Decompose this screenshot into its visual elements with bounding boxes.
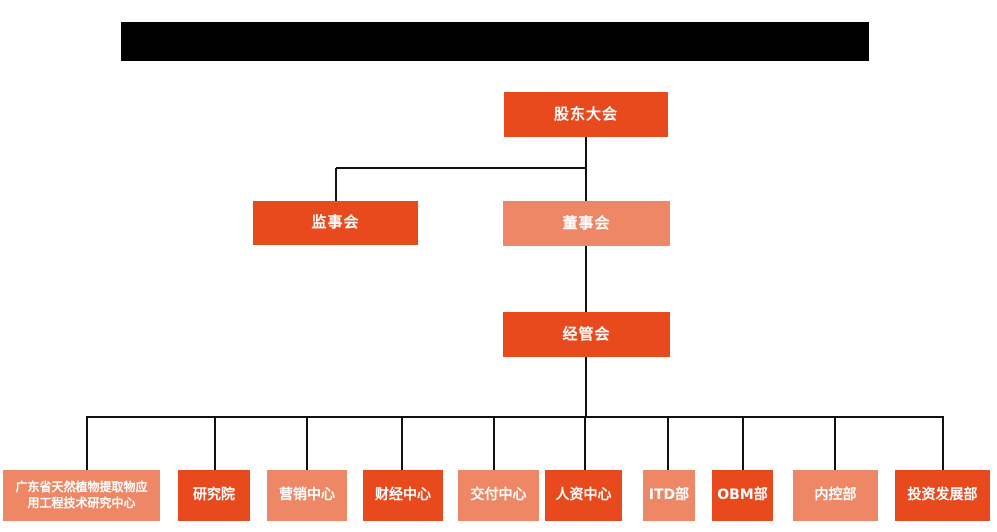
org-node-label: 营销中心 [279, 487, 335, 504]
org-node-label: 财经中心 [375, 487, 431, 504]
org-node-supervisory-board: 监事会 [253, 201, 418, 245]
org-node-finance-center: 财经中心 [363, 470, 443, 521]
org-node-label: 研究院 [193, 487, 235, 504]
org-node-label: 投资发展部 [907, 487, 978, 504]
org-node-label: 内控部 [814, 487, 857, 504]
org-node-obm-dept: OBM部 [712, 470, 773, 521]
org-node-label: 人资中心 [555, 487, 612, 504]
org-node-label: OBM部 [717, 487, 768, 504]
org-node-label: 经管会 [562, 324, 611, 343]
redacted-title-bar [121, 22, 869, 61]
org-node-research-institute: 研究院 [178, 470, 250, 521]
org-node-shareholders-meeting: 股东大会 [504, 92, 668, 137]
org-node-label: 监事会 [311, 213, 360, 232]
org-node-label: 董事会 [562, 213, 611, 232]
org-node-hr-center: 人资中心 [545, 470, 622, 521]
org-node-internal-control-dept: 内控部 [793, 470, 878, 521]
org-node-investment-development-dept: 投资发展部 [895, 470, 990, 521]
org-node-label: ITD部 [648, 487, 690, 504]
org-node-label: 交付中心 [470, 487, 527, 504]
org-node-board-of-directors: 董事会 [503, 201, 670, 246]
org-node-itd-dept: ITD部 [643, 470, 695, 521]
org-node-research-center: 广东省天然植物提取物应用工程技术研究中心 [3, 470, 160, 521]
org-node-management-committee: 经管会 [503, 312, 670, 357]
org-node-delivery-center: 交付中心 [458, 470, 539, 521]
org-node-label: 股东大会 [553, 104, 618, 123]
org-node-marketing-center: 营销中心 [267, 470, 347, 521]
org-node-label: 广东省天然植物提取物应用工程技术研究中心 [15, 479, 148, 510]
